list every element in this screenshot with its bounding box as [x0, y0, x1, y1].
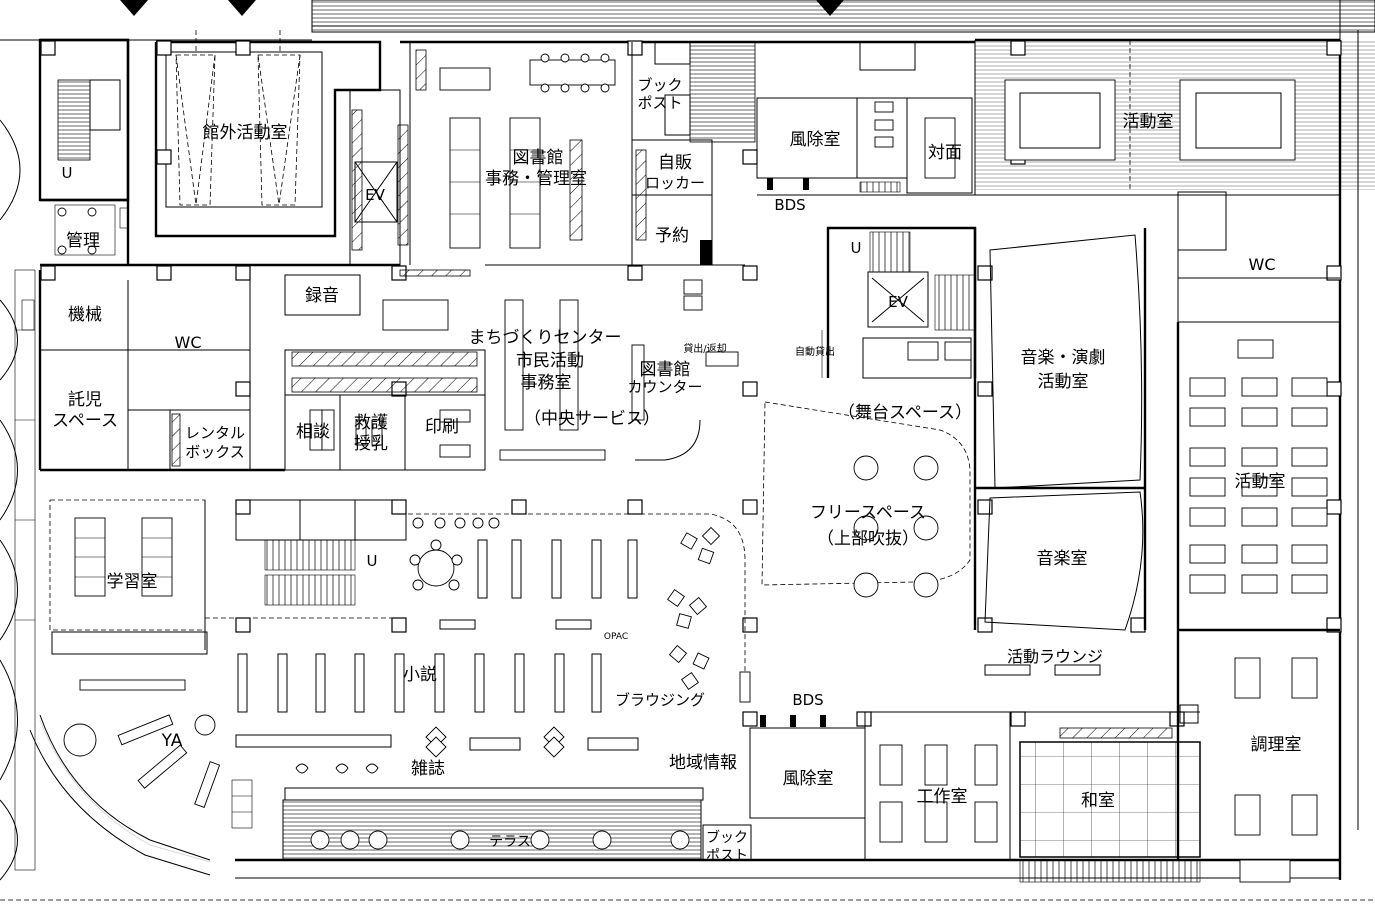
label-town-center-2: 市民活動: [516, 351, 584, 371]
town-center: [485, 264, 745, 461]
label-rental-box-2: ボックス: [185, 443, 245, 461]
left-middle-rooms: [21, 280, 251, 470]
left-elevator-core: [349, 89, 409, 266]
free-space-tables: [853, 455, 939, 598]
label-music-room: 音楽室: [1037, 549, 1088, 569]
label-vending-2: ロッカー: [645, 174, 705, 192]
label-bds-bottom: BDS: [792, 691, 823, 709]
label-library-counter-1: 図書館: [640, 360, 691, 380]
label-stair-u-2: U: [851, 239, 862, 257]
label-music-drama-2: 活動室: [1038, 372, 1089, 392]
label-music-drama-1: 音楽・演劇: [1021, 348, 1106, 368]
study-room: [49, 499, 208, 691]
label-rental-box-1: レンタル: [185, 424, 245, 442]
vending-reservation: [631, 139, 713, 311]
label-book-post-bottom-1: ブック: [706, 829, 748, 846]
label-library-counter-2: カウンター: [627, 378, 702, 396]
ya-area: [29, 714, 253, 876]
label-activity-lounge: 活動ラウンジ: [1007, 647, 1103, 666]
label-japanese-room: 和室: [1081, 791, 1115, 811]
music-drama-room: [973, 228, 1147, 631]
label-central-service: （中央サービス）: [524, 409, 660, 429]
label-cooking-room: 調理室: [1251, 735, 1302, 755]
label-book-post-top-1: ブック: [637, 76, 682, 94]
label-wc-left: WC: [175, 333, 202, 352]
terrace: [282, 787, 704, 861]
label-management: 管理: [66, 231, 100, 251]
lower-stairs: [205, 499, 407, 619]
label-free-space-1: フリースペース: [810, 503, 926, 523]
label-terrace: テラス: [489, 834, 531, 850]
label-free-space-2: （上部吹抜）: [817, 529, 919, 549]
right-activity-tables: [1189, 339, 1328, 594]
activity-room-top-right: [974, 40, 1296, 195]
label-stage-space: （舞台スペース）: [838, 403, 972, 423]
label-library-office-1: 図書館: [513, 148, 564, 168]
label-stair-u-3: U: [367, 552, 378, 570]
label-childcare-2: スペース: [52, 411, 118, 431]
japanese-room: [1019, 704, 1201, 883]
label-magazines: 雑誌: [411, 759, 445, 779]
label-bds-top: BDS: [774, 196, 805, 214]
label-ya: YA: [161, 731, 183, 751]
label-ev-left: EV: [365, 186, 385, 204]
label-wc-right: WC: [1249, 255, 1276, 274]
label-lend-return: 貸出/返却: [683, 342, 726, 355]
library-office: [399, 42, 633, 277]
label-machinery: 機械: [68, 305, 102, 325]
stage-free-space: [761, 401, 971, 586]
entrance-arrow-icon: [816, 0, 844, 16]
label-activity-room-top-right: 活動室: [1123, 112, 1174, 132]
label-nursing-2: 授乳: [354, 434, 388, 454]
label-recording: 録音: [305, 286, 339, 306]
label-town-center-1: まちづくりセンター: [469, 328, 622, 348]
label-browsing: ブラウジング: [615, 691, 705, 709]
activity-lounge: [865, 664, 1200, 713]
label-workshop: 工作室: [917, 787, 968, 807]
label-novels: 小説: [403, 665, 437, 685]
label-book-post-bottom-2: ポスト: [706, 848, 748, 864]
book-post-top: [654, 41, 756, 143]
label-printing: 印刷: [425, 417, 459, 437]
label-study-room: 学習室: [107, 572, 158, 592]
label-stair-u-1: U: [62, 164, 73, 182]
label-outdoor-activity-room: 館外活動室: [203, 123, 288, 143]
workshop: [864, 712, 1011, 860]
label-town-center-3: 事務室: [521, 373, 572, 393]
label-activity-room-right: 活動室: [1235, 472, 1286, 492]
label-opac: OPAC: [604, 632, 628, 642]
room-labels: 館外活動室 図書館 事務・管理室 ブック ポスト 自販 ロッカー 予約 風除室 …: [52, 76, 1301, 864]
label-vending-1: 自販: [658, 153, 692, 173]
outdoor-activity-room: [175, 30, 301, 206]
columns: [40, 40, 1342, 727]
label-local-info: 地域情報: [669, 753, 737, 773]
center-left-rooms: [284, 274, 486, 471]
label-consultation: 相談: [296, 422, 330, 442]
label-nursing-1: 救護: [354, 413, 388, 433]
label-book-post-top-2: ポスト: [637, 94, 682, 112]
label-windbreak-bottom: 風除室: [783, 769, 834, 789]
entrance-arrow-icon: [120, 0, 148, 16]
label-counter-desk: 対面: [928, 143, 962, 163]
management-block: [40, 79, 129, 256]
label-ev-right: EV: [888, 293, 908, 311]
library-stacks: [235, 513, 751, 774]
label-library-office-2: 事務・管理室: [485, 169, 587, 189]
cooking-room: [1234, 657, 1318, 883]
label-childcare-1: 託児: [68, 390, 102, 410]
west-exterior: [0, 119, 36, 881]
entrance-arrow-icon: [228, 0, 256, 16]
label-self-checkout: 自動貸出: [795, 345, 835, 358]
label-windbreak-top: 風除室: [790, 130, 841, 150]
label-reservation: 予約: [655, 226, 689, 246]
windbreak-top: [756, 41, 1340, 196]
